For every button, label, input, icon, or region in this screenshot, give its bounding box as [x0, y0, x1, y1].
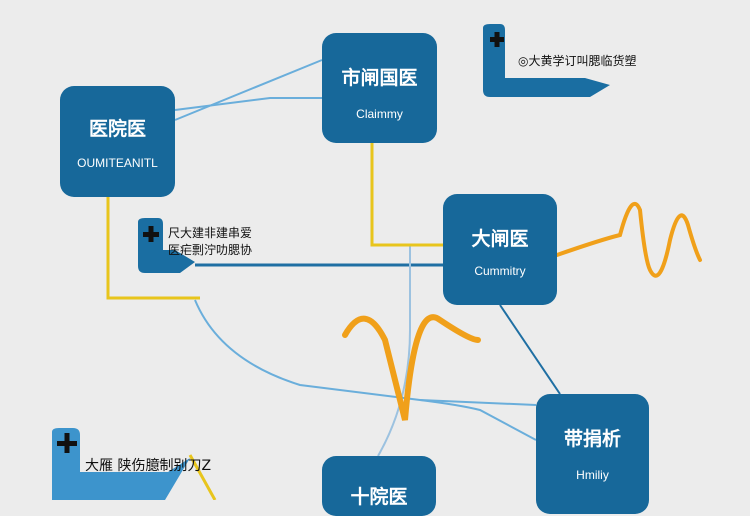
node-city[interactable]: 市闸国医 Claimmy — [322, 33, 437, 143]
callout-label: 尺大建非建串爱 — [168, 226, 253, 240]
connector — [188, 454, 217, 500]
callout-shape — [52, 428, 190, 500]
callout-label: ◎大黄学订叫腮临货塑 — [518, 54, 637, 68]
node-title: 大闸医 — [471, 228, 529, 250]
node-subtitle: Claimmy — [356, 107, 403, 121]
callout-label: 大雁 陕伤臆制别刀Z — [85, 458, 212, 474]
connector — [194, 299, 537, 441]
node-hospital[interactable]: 医院医 OUMITEANITL — [60, 86, 175, 197]
connector — [370, 143, 443, 247]
node-ten[interactable]: 十院医 — [322, 456, 436, 516]
node-subtitle: Cummitry — [474, 264, 526, 278]
callout-shape — [483, 24, 610, 97]
node-family[interactable]: 带捐析 Hmiliy — [536, 394, 649, 514]
node-community[interactable]: 大闸医 Cummitry — [443, 194, 557, 305]
node-title: 带捐析 — [563, 428, 621, 450]
callout-label: 医疟剽泞叻腮协 — [168, 243, 253, 257]
node-title: 十院医 — [350, 486, 408, 508]
connector — [106, 197, 200, 300]
connector — [174, 59, 323, 121]
connector — [499, 304, 561, 395]
connector — [419, 399, 537, 406]
connector — [377, 245, 411, 457]
node-subtitle: OUMITEANITL — [77, 156, 158, 170]
pulse-wave — [555, 202, 702, 278]
pulse-wave — [342, 314, 481, 421]
node-title: 医院医 — [88, 118, 146, 140]
connector-layer — [52, 24, 702, 500]
connector — [174, 97, 322, 111]
node-title: 市闸国医 — [341, 67, 418, 89]
node-subtitle: Hmiliy — [576, 468, 609, 482]
